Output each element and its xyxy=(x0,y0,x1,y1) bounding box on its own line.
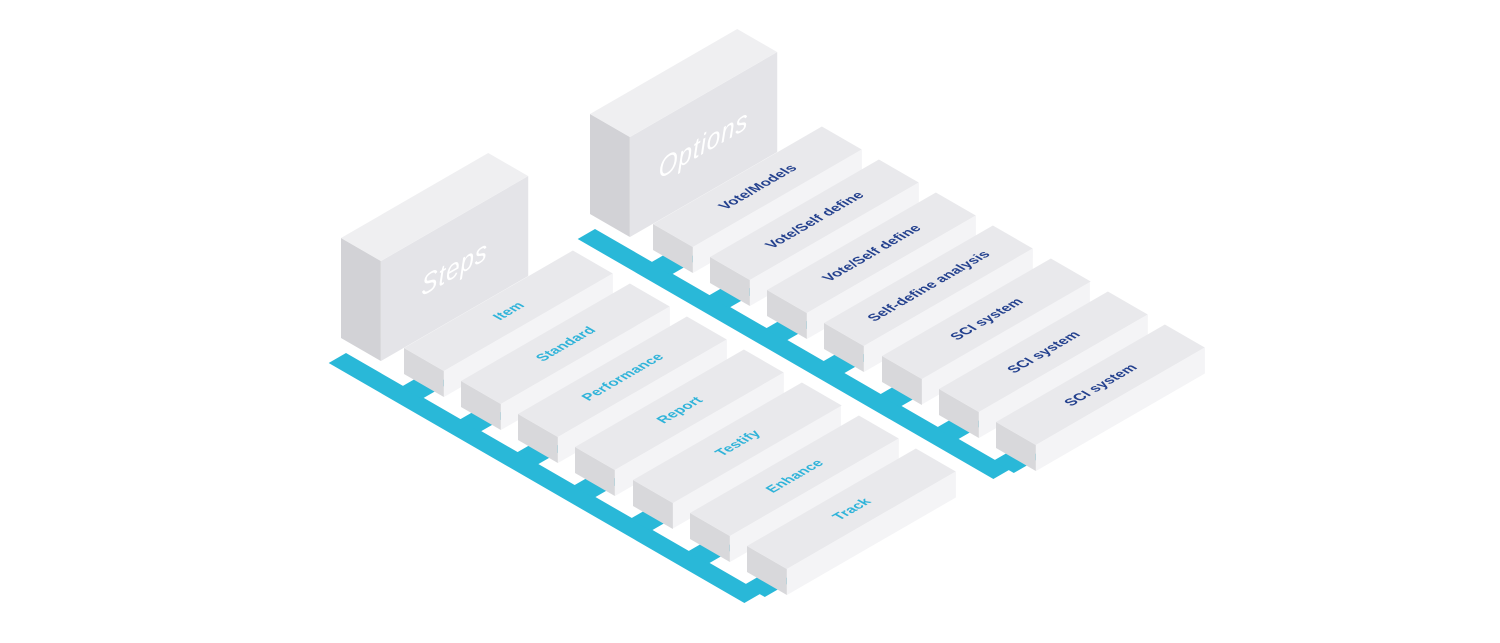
options-header-label: Options xyxy=(658,102,749,186)
step-label: Report xyxy=(652,394,707,426)
steps-header-label: Steps xyxy=(421,233,488,303)
step-label: Testify xyxy=(710,427,764,459)
step-label: Item xyxy=(488,299,529,323)
step-label: Track xyxy=(828,495,875,523)
